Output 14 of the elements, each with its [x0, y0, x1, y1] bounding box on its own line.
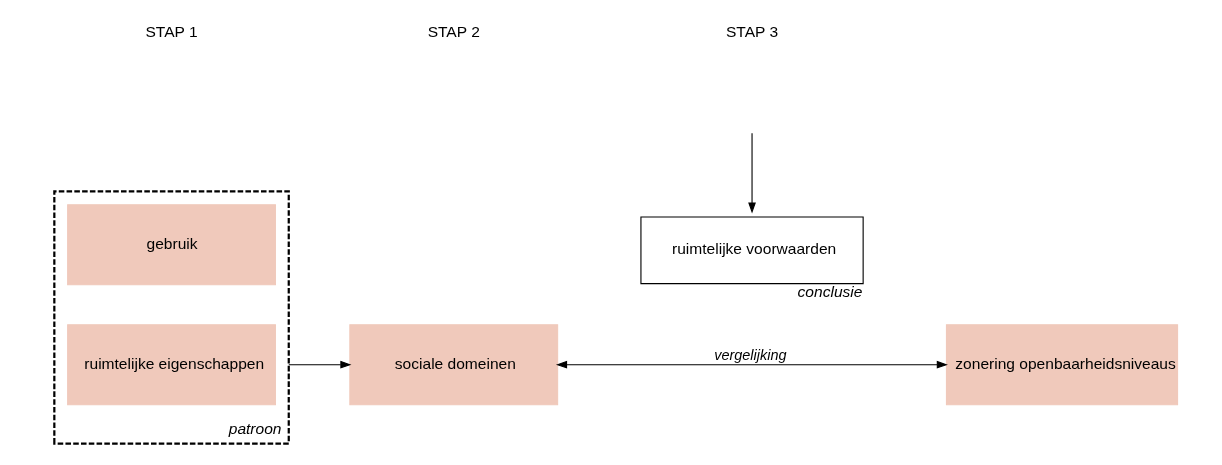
label: STAP 2: [427, 22, 480, 40]
node-box: ruimtelijke eigenschappen: [66, 324, 276, 406]
cluster: [52, 190, 290, 445]
node-label: conclusie: [797, 283, 862, 301]
node-box: zonering openbaarheidsniveaus: [945, 324, 1178, 406]
edge-label: vergelijking: [713, 346, 786, 363]
arrow: [747, 132, 756, 214]
node-box: sociale domeinen: [348, 324, 558, 406]
node-label: patroon: [228, 419, 281, 437]
label: STAP 3: [725, 22, 778, 40]
arrow: [287, 360, 351, 369]
label: STAP 1: [144, 22, 198, 40]
node-box: gebruik: [66, 204, 276, 286]
arrow: [555, 360, 948, 369]
